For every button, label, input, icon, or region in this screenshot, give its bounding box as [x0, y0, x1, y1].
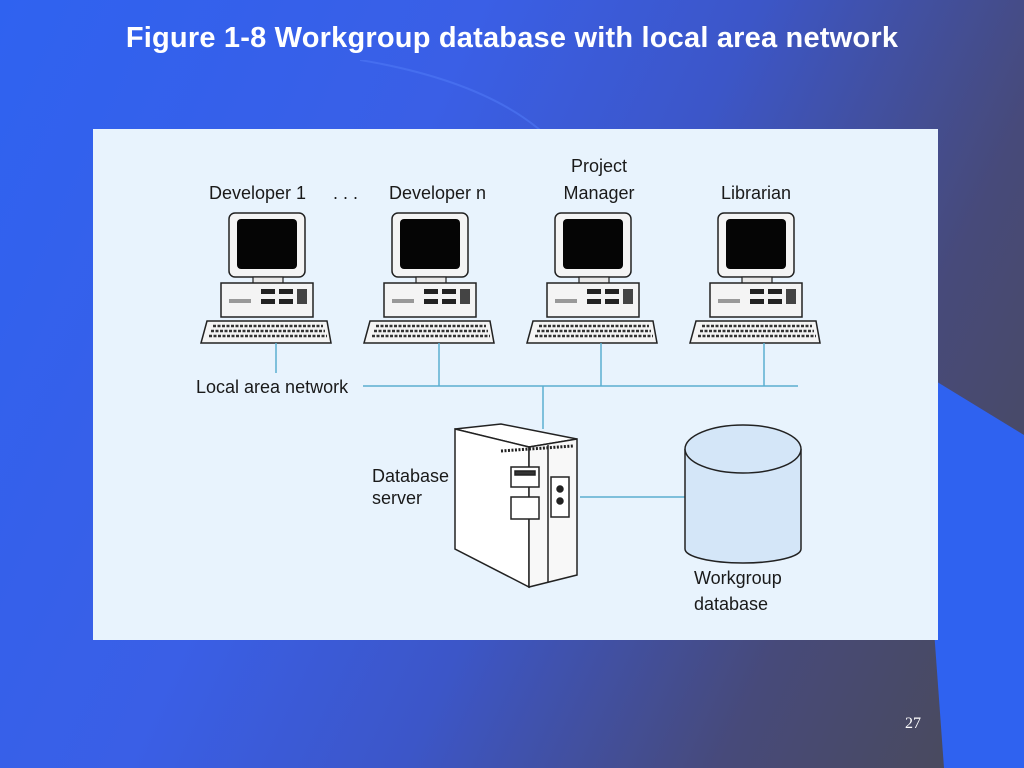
lan-cabling — [275, 343, 798, 498]
workstation-project-manager — [525, 211, 659, 345]
label-developer-1: Developer 1 — [209, 183, 307, 203]
workgroup-database-cylinder — [684, 424, 802, 564]
workstation-developer-n — [362, 211, 496, 345]
network-diagram: Developer 1 . . . Developer n Project Ma… — [93, 129, 938, 640]
label-project-manager-line1: Project — [570, 156, 628, 176]
slide-number: 27 — [905, 715, 921, 732]
label-database-server-line1: Database — [372, 466, 450, 486]
workstation-librarian — [688, 211, 822, 345]
label-librarian: Librarian — [721, 183, 792, 203]
decorative-shape — [934, 380, 1024, 768]
decorative-curve — [360, 60, 541, 131]
label-workgroup-database-line1: Workgroup — [694, 568, 782, 588]
label-developer-n: Developer n — [389, 183, 487, 203]
label-ellipsis: . . . — [333, 183, 359, 203]
label-database-server-line2: server — [372, 488, 423, 508]
slide-title: Figure 1-8 Workgroup database with local… — [125, 22, 899, 54]
label-workgroup-database-line2: database — [694, 594, 769, 614]
workstation-developer-1 — [199, 211, 333, 345]
label-project-manager-line2: Manager — [563, 183, 635, 203]
label-local-area-network: Local area network — [196, 377, 349, 397]
database-server — [454, 423, 578, 589]
diagram-drawing — [199, 211, 822, 589]
